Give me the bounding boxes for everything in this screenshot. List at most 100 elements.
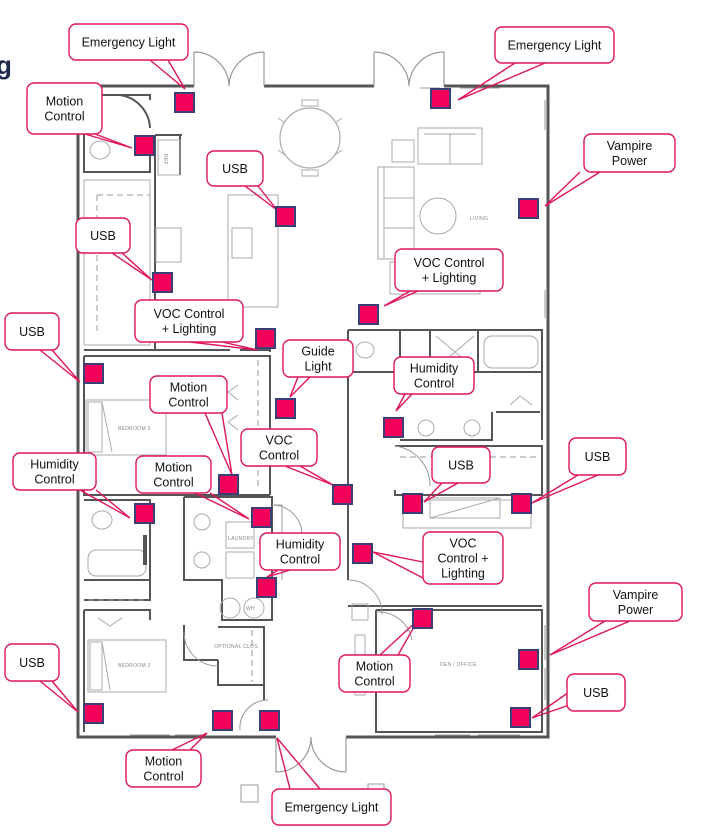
vampire-power-marker (518, 649, 539, 670)
callout-label: USB (19, 325, 45, 339)
title-fragment: g (0, 50, 12, 80)
room-label-ref: REF (162, 154, 168, 165)
callout-label: VOC Control (414, 256, 485, 270)
emergency-light-marker (430, 88, 451, 109)
callout-label: Control (414, 377, 454, 391)
callout-box (68, 23, 189, 61)
callout-leader-vampire-power-den (549, 620, 631, 656)
callout-label: Control (259, 449, 299, 463)
voc-lighting-callout: VOC Control+ Lighting (134, 299, 244, 343)
callout-box (494, 26, 615, 64)
callout-leader-guide-light (289, 376, 311, 398)
callout-box (271, 788, 392, 826)
callout-box (338, 654, 411, 693)
callout-label: USB (222, 162, 248, 176)
callout-leader-usb-kitchen-island (244, 185, 278, 211)
emergency-light-callout: Emergency Light (68, 23, 189, 61)
callout-label: USB (90, 229, 116, 243)
callout-label: Motion (155, 461, 193, 475)
callout-box (282, 339, 354, 378)
motion-control-marker (412, 608, 433, 629)
callout-box (422, 531, 504, 585)
callout-label: + Lighting (422, 271, 477, 285)
callout-box (240, 428, 318, 467)
callout-box (75, 217, 131, 254)
callout-leader-motion-control-laundry (194, 492, 250, 520)
callout-box (125, 749, 202, 788)
callout-label: Vampire (607, 139, 653, 153)
usb-callout: USB (75, 217, 131, 254)
callout-leader-voc-lighting-kitchen (189, 341, 259, 351)
callout-label: Guide (301, 345, 334, 359)
callout-label: Emergency Light (508, 39, 602, 53)
usb-callout: USB (431, 446, 491, 484)
callout-leader-humidity-control-laundry (266, 569, 291, 578)
callout-label: Humidity (276, 538, 325, 552)
room-labels: LIVING BEDROOM 3 BEDROOM 2 LAUNDRY OPTIO… (118, 154, 488, 669)
emergency-light-callout: Emergency Light (271, 788, 392, 826)
callout-leader-humidity-control-bath2 (79, 489, 131, 519)
callout-label: USB (585, 450, 611, 464)
callout-leader-voc-lighting-master (372, 551, 424, 579)
room-label-living: LIVING (470, 216, 488, 222)
callout-leader-usb-kitchen (111, 252, 153, 281)
callout-leader-emergency-light-top-left (149, 59, 186, 90)
callout-label: USB (19, 656, 45, 670)
callout-label: Control (168, 396, 208, 410)
humidity-control-marker (134, 503, 155, 524)
callout-box (135, 455, 212, 494)
callout-label: USB (448, 459, 474, 473)
usb-marker (510, 707, 531, 728)
room-label-bedroom3: BEDROOM 3 (118, 426, 151, 432)
callout-box (26, 82, 103, 135)
callout-label: Control (34, 473, 74, 487)
callout-label: USB (583, 686, 609, 700)
humidity-control-marker (383, 417, 404, 438)
callout-leader-emergency-light-top-right (457, 62, 546, 101)
humidity-control-marker (256, 577, 277, 598)
callout-box (568, 437, 627, 476)
callout-label: Motion (46, 95, 84, 109)
callout-box (393, 356, 475, 395)
callout-label: Control + (437, 552, 488, 566)
room-label-laundry: LAUNDRY (228, 536, 254, 542)
usb-marker (83, 363, 104, 384)
device-markers (83, 88, 539, 731)
callout-label: Control (153, 476, 193, 490)
voc-lighting-marker (358, 304, 379, 325)
callout-box (4, 643, 60, 682)
callout-leader-usb-master-left (423, 482, 459, 503)
callout-label: Power (618, 603, 653, 617)
motion-control-marker (218, 474, 239, 495)
callout-leader-emergency-light-bottom (276, 737, 321, 790)
callout-label: VOC (265, 434, 292, 448)
voc-lighting-marker (255, 328, 276, 349)
callout-label: Motion (145, 755, 183, 769)
motion-control-marker (251, 507, 272, 528)
usb-callout: USB (4, 643, 60, 682)
callout-label: Control (354, 675, 394, 689)
callout-box (4, 312, 60, 351)
callout-leader-voc-control-hall (284, 465, 334, 486)
usb-callout: USB (206, 150, 264, 187)
callout-label: Control (44, 110, 84, 124)
callout-leader-usb-bedroom3 (39, 349, 81, 383)
callout-box (134, 299, 244, 343)
emergency-light-marker (259, 710, 280, 731)
callout-box (12, 452, 97, 491)
callout-label: Vampire (613, 588, 659, 602)
usb-marker (152, 272, 173, 293)
callout-label: Emergency Light (82, 36, 176, 50)
vampire-power-marker (518, 198, 539, 219)
voc-control-marker (332, 484, 353, 505)
